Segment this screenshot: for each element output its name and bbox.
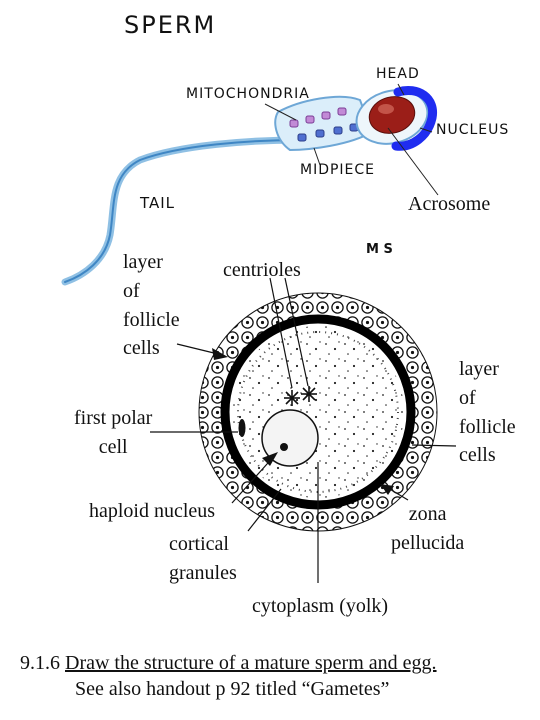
artist-signature: M S xyxy=(366,242,393,257)
label-cortical-granules: cortical granules xyxy=(169,533,237,584)
sperm-acrosome-cap xyxy=(391,86,437,151)
label-acrosome: Acrosome xyxy=(408,193,491,215)
label-midpiece: MIDPIECE xyxy=(300,162,376,178)
cortical-granule-ring xyxy=(237,331,399,493)
centrioles-mark xyxy=(284,386,317,406)
label-first-polar-cell: first polar cell xyxy=(74,407,153,458)
caption: 9.1.6 Draw the structure of a mature spe… xyxy=(20,650,437,702)
caption-heading: Draw the structure of a mature sperm and… xyxy=(65,652,437,674)
label-head: HEAD xyxy=(376,66,420,82)
mitochondria-dots xyxy=(289,107,347,128)
arrow-haploid-nucleus xyxy=(262,452,278,466)
egg-nucleolus xyxy=(280,443,288,451)
label-cytoplasm: cytoplasm (yolk) xyxy=(252,595,389,617)
arrow-zona xyxy=(380,484,394,495)
label-mitochondria: MITOCHONDRIA xyxy=(186,86,310,102)
caption-note: See also handout p 92 titled “Gametes” xyxy=(75,678,390,700)
label-haploid-nucleus: haploid nucleus xyxy=(89,500,216,522)
sperm-drawing xyxy=(61,83,439,286)
label-zona-pellucida: zona pellucida xyxy=(391,503,465,554)
caption-number: 9.1.6 xyxy=(20,652,60,674)
label-tail: TAIL xyxy=(140,194,176,212)
egg-nucleus xyxy=(261,409,319,467)
label-follicle-left: layer of follicle cells xyxy=(123,251,180,360)
label-centrioles: centrioles xyxy=(223,259,301,281)
arrow-follicle-left xyxy=(212,348,228,360)
sperm-title: SPERM xyxy=(124,11,217,39)
label-nucleus: NUCLEUS xyxy=(436,122,510,138)
label-follicle-right: layer of follicle cells xyxy=(459,358,516,467)
caption-line-1: 9.1.6 Draw the structure of a mature spe… xyxy=(20,650,437,676)
polar-body xyxy=(238,419,246,437)
